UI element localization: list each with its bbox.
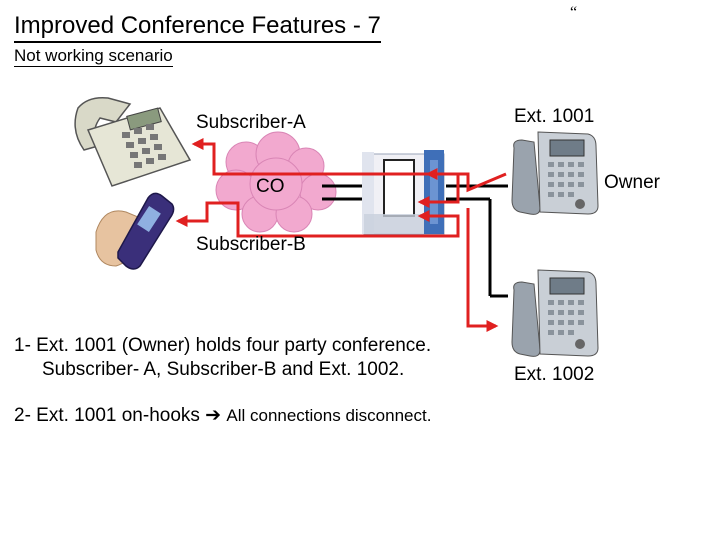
ext-1002-label: Ext. 1002 [514, 364, 595, 385]
pbx-icon [362, 150, 445, 235]
corner-mark: “ [570, 4, 578, 21]
step-1-line-1: 1- Ext. 1001 (Owner) holds four party co… [14, 335, 432, 356]
ext-1001-label: Ext. 1001 [514, 106, 595, 127]
subscriber-b-label: Subscriber-B [196, 234, 306, 255]
right-arrow-icon: ➔ [205, 405, 222, 426]
step-2-prefix: 2- Ext. 1001 on-hooks [14, 405, 200, 426]
ext-1001-phone-icon [511, 131, 599, 215]
owner-label: Owner [604, 172, 660, 193]
step-2-suffix: All connections disconnect. [226, 406, 432, 425]
page-subtitle: Not working scenario [14, 46, 173, 67]
page-title: Improved Conference Features - 7 [14, 12, 381, 43]
step-1-line-2: Subscriber- A, Subscriber-B and Ext. 100… [42, 359, 405, 380]
ext-1002-phone-icon [511, 269, 599, 357]
step-2-text: 2- Ext. 1001 on-hooks ➔ All connections … [14, 404, 431, 427]
subscriber-a-label: Subscriber-A [196, 112, 306, 133]
conference-path-lines [175, 138, 507, 332]
co-label: CO [256, 176, 285, 197]
mobile-phone-icon [95, 192, 175, 270]
desk-phone-icon [74, 96, 192, 187]
